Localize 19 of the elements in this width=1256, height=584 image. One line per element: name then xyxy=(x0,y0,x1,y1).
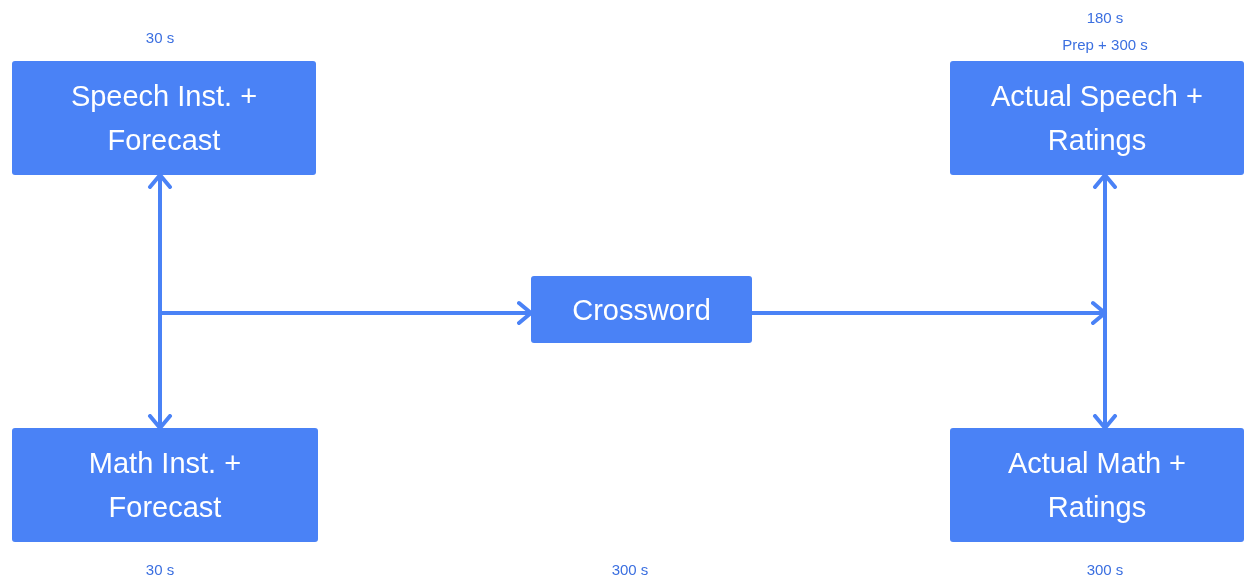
process-box xyxy=(950,61,1244,175)
duration-label: 30 s xyxy=(145,560,175,580)
box-label: Speech Inst. + Forecast xyxy=(69,79,259,158)
box-label: Crossword xyxy=(572,292,711,328)
duration-label: 300 s xyxy=(611,560,649,580)
arrow xyxy=(160,301,533,325)
duration-label: 300 s xyxy=(1086,560,1124,580)
process-box xyxy=(12,428,318,542)
duration-label: Prep + 300 s xyxy=(1062,35,1148,55)
box-label: Math Inst. + Forecast xyxy=(87,446,243,525)
process-box xyxy=(531,276,752,343)
process-box xyxy=(12,61,316,175)
duration-label: 180 s xyxy=(1086,8,1124,28)
duration-label: 30 s xyxy=(145,28,175,48)
box-label: Actual Speech + Ratings xyxy=(990,79,1204,158)
box-label: Actual Math + Ratings xyxy=(1006,446,1188,525)
arrow xyxy=(1093,173,1117,430)
arrow xyxy=(148,173,172,430)
process-box xyxy=(950,428,1244,542)
